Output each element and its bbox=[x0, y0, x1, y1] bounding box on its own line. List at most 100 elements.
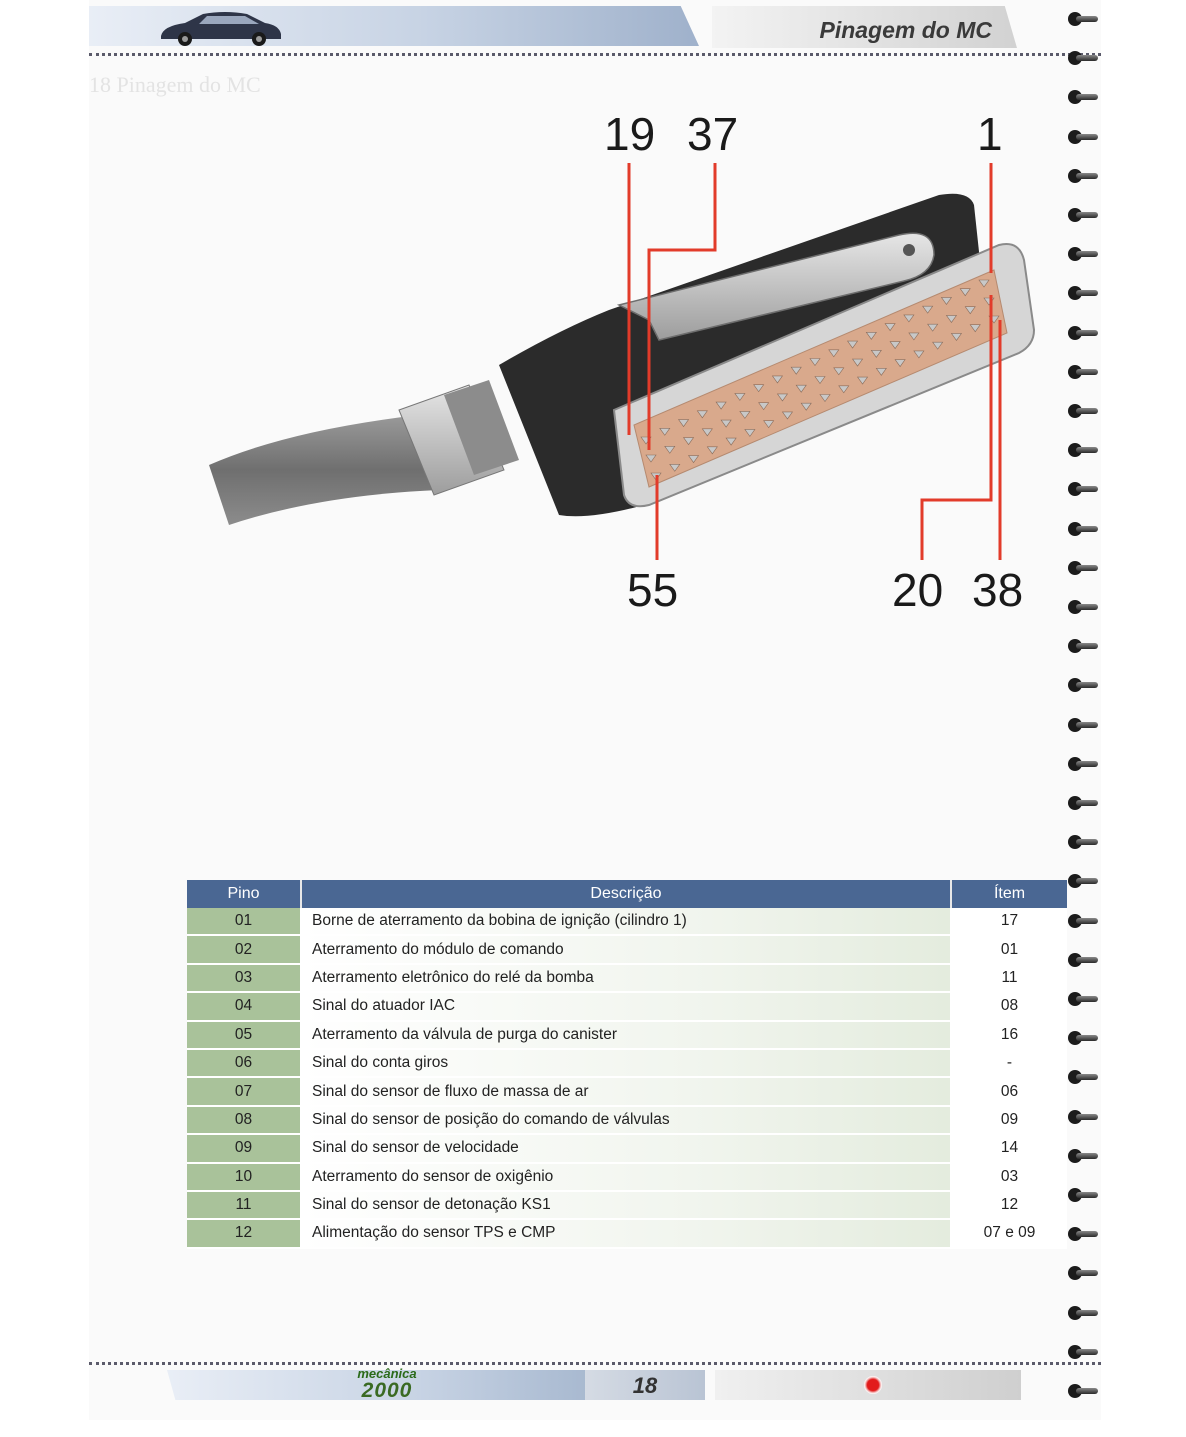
connector-illustration bbox=[209, 163, 1036, 560]
pin-hole bbox=[706, 446, 718, 455]
binding-ring bbox=[1066, 439, 1098, 461]
header-divider bbox=[89, 53, 1101, 56]
binding-ring bbox=[1066, 1341, 1098, 1363]
page-number: 18 bbox=[632, 1373, 658, 1398]
binding-ring bbox=[1066, 243, 1098, 265]
car-illustration bbox=[161, 12, 281, 46]
binding-ring bbox=[1066, 518, 1098, 540]
descricao-cell: Sinal do sensor de detonação KS1 bbox=[301, 1190, 952, 1221]
pin-hole bbox=[763, 420, 775, 429]
pin-hole bbox=[969, 324, 981, 333]
pin-hole bbox=[950, 333, 963, 341]
pin-hole bbox=[903, 314, 915, 323]
pin-hole bbox=[856, 376, 869, 385]
item-cell: 16 bbox=[951, 1020, 1067, 1050]
pin-hole bbox=[894, 359, 906, 368]
column-header-descricao: Descrição bbox=[301, 880, 952, 908]
pin-hole bbox=[758, 402, 770, 411]
binding-ring bbox=[1066, 870, 1098, 892]
pin-hole bbox=[865, 332, 877, 340]
binding-ring bbox=[1066, 1066, 1098, 1088]
pino-cell: 09 bbox=[187, 1134, 302, 1164]
binding-ring bbox=[1066, 949, 1098, 971]
callout-20 bbox=[920, 295, 993, 560]
pino-cell: 08 bbox=[187, 1105, 302, 1136]
binding-ring bbox=[1066, 47, 1098, 69]
pino-cell: 04 bbox=[187, 992, 302, 1022]
binding-ring bbox=[1066, 557, 1098, 579]
binding-ring bbox=[1066, 753, 1098, 775]
pin-label-38: 38 bbox=[972, 564, 1024, 616]
binding-ring bbox=[1066, 988, 1098, 1010]
pin-hole bbox=[819, 394, 831, 403]
column-header-pino: Pino bbox=[187, 880, 302, 908]
item-cell: 07 e 09 bbox=[951, 1219, 1067, 1249]
pin-hole bbox=[828, 349, 840, 358]
pino-cell: 01 bbox=[187, 908, 302, 937]
descricao-cell: Aterramento da válvula de purga do canis… bbox=[301, 1020, 952, 1050]
binding-ring bbox=[1066, 714, 1098, 736]
pin-hole bbox=[701, 428, 713, 437]
pin-hole bbox=[945, 315, 958, 323]
binding-ring bbox=[1066, 1027, 1098, 1049]
pino-cell: 05 bbox=[187, 1020, 302, 1050]
column-header-item: Ítem bbox=[951, 880, 1067, 908]
pin-hole bbox=[922, 305, 934, 314]
logo-text: mecânica bbox=[357, 1366, 417, 1381]
pin-label-1: 1 bbox=[977, 108, 1003, 160]
pin-label-37: 37 bbox=[687, 108, 739, 160]
cable bbox=[209, 415, 439, 525]
descricao-cell: Borne de aterramento da bobina de igniçã… bbox=[301, 908, 952, 937]
binding-ring bbox=[1066, 204, 1098, 226]
pin-hole bbox=[771, 375, 784, 384]
binding-ring bbox=[1066, 126, 1098, 148]
footer-divider bbox=[89, 1362, 1101, 1365]
pino-cell: 12 bbox=[187, 1219, 302, 1249]
pin-hole bbox=[959, 288, 971, 297]
page-title: Pinagem do MC bbox=[819, 17, 992, 43]
descricao-cell: Sinal do sensor de fluxo de massa de ar bbox=[301, 1077, 952, 1107]
binding-ring bbox=[1066, 1106, 1098, 1128]
pin-hole bbox=[744, 429, 756, 437]
binding-ring bbox=[1066, 1223, 1098, 1245]
pin-hole bbox=[795, 384, 807, 393]
red-dot-icon bbox=[864, 1376, 882, 1394]
pin-hole bbox=[913, 350, 925, 359]
pino-cell: 02 bbox=[187, 935, 302, 965]
pin-hole bbox=[645, 454, 657, 463]
pin-hole bbox=[846, 340, 859, 349]
pin-hole bbox=[870, 350, 882, 358]
pin-hole bbox=[833, 367, 845, 376]
descricao-cell: Alimentação do sensor TPS e CMP bbox=[301, 1219, 952, 1249]
descricao-cell: Sinal do sensor de velocidade bbox=[301, 1134, 952, 1164]
pin-hole bbox=[677, 419, 690, 428]
pin-hole bbox=[940, 297, 953, 305]
item-cell: 06 bbox=[951, 1077, 1067, 1107]
pin-hole bbox=[964, 306, 976, 315]
connector-diagram: 19 37 1 55 20 38 bbox=[89, 95, 1101, 635]
descricao-cell: Aterramento eletrônico do relé da bomba bbox=[301, 963, 952, 994]
binding-ring bbox=[1066, 165, 1098, 187]
pino-cell: 03 bbox=[187, 963, 302, 994]
descricao-cell: Sinal do conta giros bbox=[301, 1048, 952, 1079]
binding-ring bbox=[1066, 86, 1098, 108]
pin-label-20: 20 bbox=[892, 564, 944, 616]
item-cell: - bbox=[951, 1048, 1067, 1079]
pin-hole bbox=[851, 358, 864, 367]
manual-page: Pinagem do MC 18 Pinagem do MC bbox=[89, 0, 1101, 1420]
pin-hole bbox=[927, 323, 939, 332]
pin-hole bbox=[776, 393, 789, 402]
pin-hole bbox=[978, 279, 990, 288]
pin-hole bbox=[908, 332, 920, 341]
binding-ring bbox=[1066, 1262, 1098, 1284]
pin-hole bbox=[814, 376, 826, 385]
